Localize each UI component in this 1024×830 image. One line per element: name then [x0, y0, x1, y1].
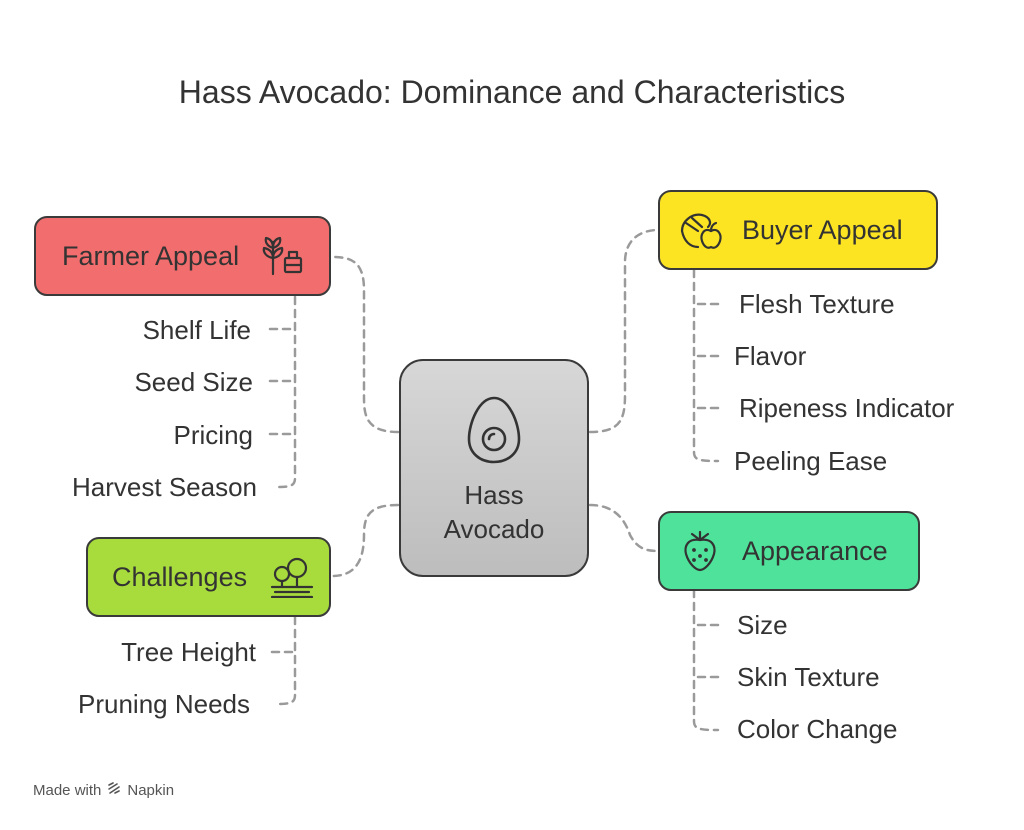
farmer-item-shelf-life: Shelf Life: [142, 315, 251, 345]
farmer-item-pricing: Pricing: [173, 420, 253, 450]
buyer-item-flavor: Flavor: [734, 341, 807, 371]
made-with-napkin-footer: Made with Napkin: [33, 781, 174, 799]
appearance-item-size: Size: [737, 610, 788, 640]
buyer-item-flesh-texture: Flesh Texture: [739, 289, 895, 319]
farmer-item-harvest-season: Harvest Season: [72, 472, 257, 502]
connector-buyer: [588, 228, 660, 434]
farmer-item-seed-size: Seed Size: [134, 367, 253, 397]
branch-appearance: Appearance: [658, 511, 920, 591]
footer-brand: Napkin: [127, 781, 175, 799]
branch-label: Farmer Appeal: [62, 240, 240, 271]
branch-challenges: Challenges: [86, 537, 331, 617]
avocado-icon: [465, 395, 523, 470]
branch-buyer-appeal: Buyer Appeal: [658, 190, 938, 270]
central-label-line2: Avocado: [443, 514, 545, 544]
central-label-line1: Hass: [464, 480, 524, 510]
footer-prefix: Made with: [33, 781, 102, 799]
connector-appearance: [588, 503, 660, 553]
branch-label: Appearance: [742, 535, 888, 566]
challenges-item-tree-height: Tree Height: [121, 637, 256, 667]
appearance-item-color-change: Color Change: [737, 714, 898, 744]
napkin-logo-icon: [107, 781, 121, 799]
branch-farmer-appeal: Farmer Appeal: [34, 216, 331, 296]
branch-label: Challenges: [112, 561, 248, 592]
wheat-crate-icon: [259, 236, 305, 276]
diagram-title: Hass Avocado: Dominance and Characterist…: [178, 74, 846, 110]
connector-challenges: [330, 503, 400, 578]
branch-label: Buyer Appeal: [742, 214, 903, 245]
challenges-item-pruning-needs: Pruning Needs: [78, 689, 250, 719]
buyer-item-peeling-ease: Peeling Ease: [734, 446, 888, 476]
fruit-basket-icon: [678, 209, 724, 251]
trees-icon: [269, 556, 315, 598]
appearance-item-skin-texture: Skin Texture: [737, 662, 880, 692]
central-node-hass-avocado: Hass Avocado: [399, 359, 589, 577]
strawberry-icon: [682, 530, 718, 572]
buyer-item-ripeness-indicator: Ripeness Indicator: [739, 393, 955, 423]
connector-farmer: [330, 255, 400, 434]
